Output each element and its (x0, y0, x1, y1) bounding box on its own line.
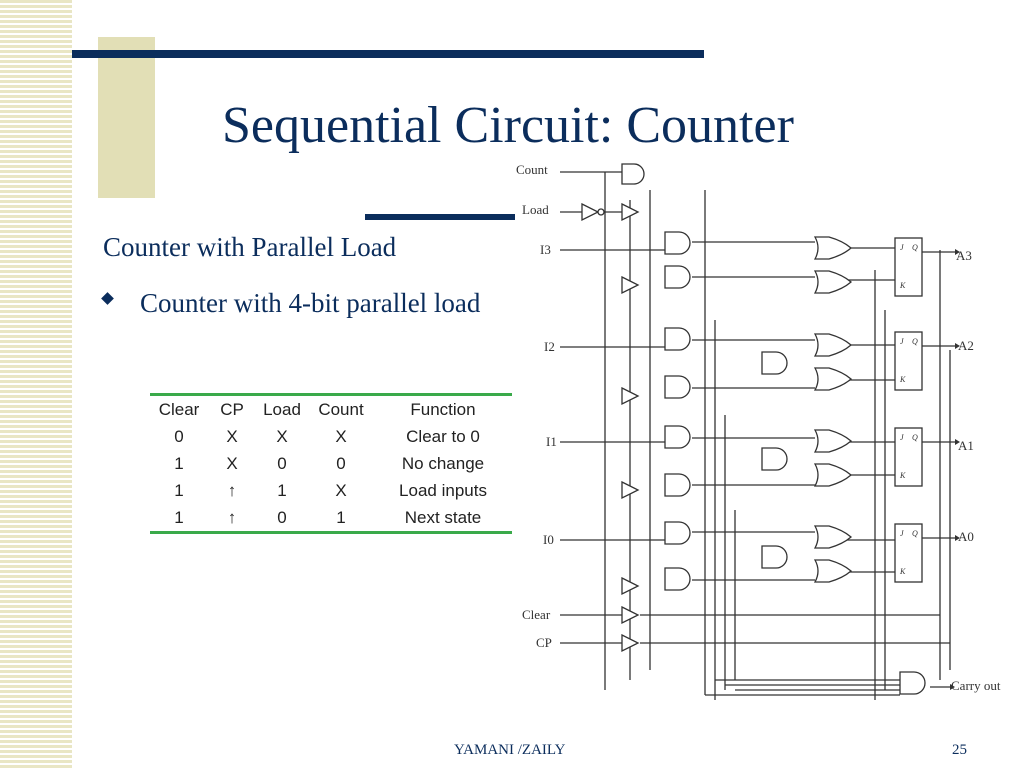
ff3-j: J (900, 243, 904, 252)
diamond-bullet-icon (101, 292, 114, 305)
ff1-k: K (899, 471, 906, 480)
section-heading: Counter with Parallel Load (103, 232, 397, 262)
slide-title: Sequential Circuit: Counter (222, 97, 794, 154)
table-row: 0 X X X Clear to 0 (150, 423, 512, 450)
table-header-row: Clear CP Load Count Function (150, 396, 512, 423)
ff0-k: K (899, 567, 906, 576)
top-rule (72, 50, 704, 58)
input-count-label: Count (516, 162, 548, 177)
ff0-q: Q (912, 529, 918, 538)
cell-clear: 1 (174, 507, 184, 527)
header-clear: Clear (158, 399, 200, 419)
accent-block (98, 37, 155, 198)
cell-function: Clear to 0 (406, 426, 480, 446)
input-clear-label: Clear (522, 607, 551, 622)
cell-clear: 0 (174, 426, 184, 446)
header-load: Load (263, 399, 301, 419)
ff2-j: J (900, 337, 904, 346)
cell-cp: X (226, 426, 238, 446)
table-row: 1 X 0 0 No change (150, 450, 512, 477)
input-i0-label: I0 (543, 532, 554, 547)
output-a0-label: A0 (958, 529, 974, 544)
cell-cp: ↑ (227, 507, 237, 527)
ff0-j: J (900, 529, 904, 538)
table-bottom-rule (150, 531, 512, 534)
cell-count: X (335, 426, 347, 446)
cell-cp: X (226, 453, 238, 473)
table-row: 1 ↑ 0 1 Next state (150, 504, 512, 531)
table-row: 1 ↑ 1 X Load inputs (150, 477, 512, 504)
cell-count: 0 (336, 453, 346, 473)
function-table: Clear CP Load Count Function 0 X X X Cle… (150, 393, 512, 534)
cell-function: Load inputs (399, 480, 487, 500)
header-function: Function (410, 399, 476, 419)
cell-load: 1 (277, 480, 287, 500)
ff1-j: J (900, 433, 904, 442)
output-a2-label: A2 (958, 338, 974, 353)
counter-circuit-diagram: J Q K J Q K J Q K J Q K Count Load I3 I2… (516, 162, 1001, 700)
cell-load: X (276, 426, 288, 446)
output-a3-label: A3 (956, 248, 972, 263)
table-top-rule (150, 393, 512, 396)
input-i2-label: I2 (544, 339, 555, 354)
page-number: 25 (952, 742, 967, 758)
header-count: Count (318, 399, 364, 419)
cell-count: 1 (336, 507, 346, 527)
bullet-text: Counter with 4-bit parallel load (140, 288, 481, 318)
title-underline (365, 214, 515, 220)
input-load-label: Load (522, 202, 549, 217)
cell-clear: 1 (174, 480, 184, 500)
ff2-k: K (899, 375, 906, 384)
cell-cp: ↑ (227, 480, 237, 500)
cell-clear: 1 (174, 453, 184, 473)
footer-author: YAMANI /ZAILY (454, 742, 566, 758)
ff1-q: Q (912, 433, 918, 442)
cell-load: 0 (277, 453, 287, 473)
ff2-q: Q (912, 337, 918, 346)
header-cp: CP (220, 399, 244, 419)
output-a1-label: A1 (958, 438, 974, 453)
ff3-k: K (899, 281, 906, 290)
ff3-q: Q (912, 243, 918, 252)
cell-count: X (335, 480, 347, 500)
input-i1-label: I1 (546, 434, 557, 449)
cell-function: Next state (404, 507, 482, 527)
input-i3-label: I3 (540, 242, 551, 257)
input-cp-label: CP (536, 635, 552, 650)
decorative-stripes (0, 0, 72, 768)
cell-load: 0 (277, 507, 287, 527)
cell-function: No change (401, 453, 485, 473)
carry-out-label: Carry out (951, 678, 1001, 693)
